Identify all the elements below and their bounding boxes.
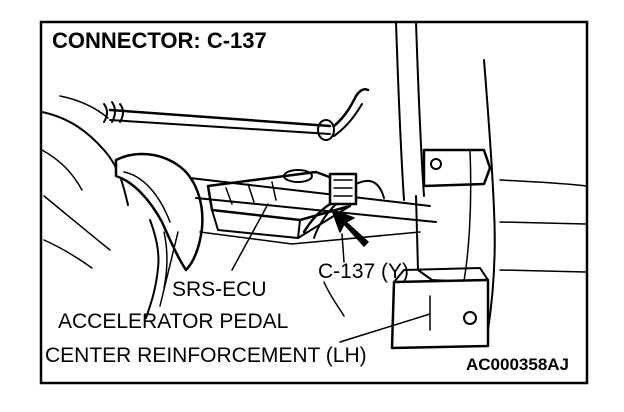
leader-reinforcement [339, 313, 431, 343]
leader-pedal [159, 231, 179, 307]
vehicle-interior-illustration [41, 21, 587, 350]
callout-srs-ecu: SRS-ECU [172, 278, 267, 301]
connector-arrow [331, 209, 369, 247]
diagram-title: CONNECTOR: C-137 [52, 28, 267, 53]
callout-center-reinforcement: CENTER REINFORCEMENT (LH) [45, 344, 367, 367]
callout-accelerator-pedal: ACCELERATOR PEDAL [58, 310, 288, 333]
leader-connector [341, 233, 345, 263]
callout-connector: C-137 (Y) [318, 260, 409, 283]
leader-srs-ecu [231, 203, 269, 271]
figure-code: AC000358AJ [466, 355, 569, 374]
accelerator-pedal-shape [114, 152, 204, 272]
connector-c137-shape [302, 172, 385, 239]
